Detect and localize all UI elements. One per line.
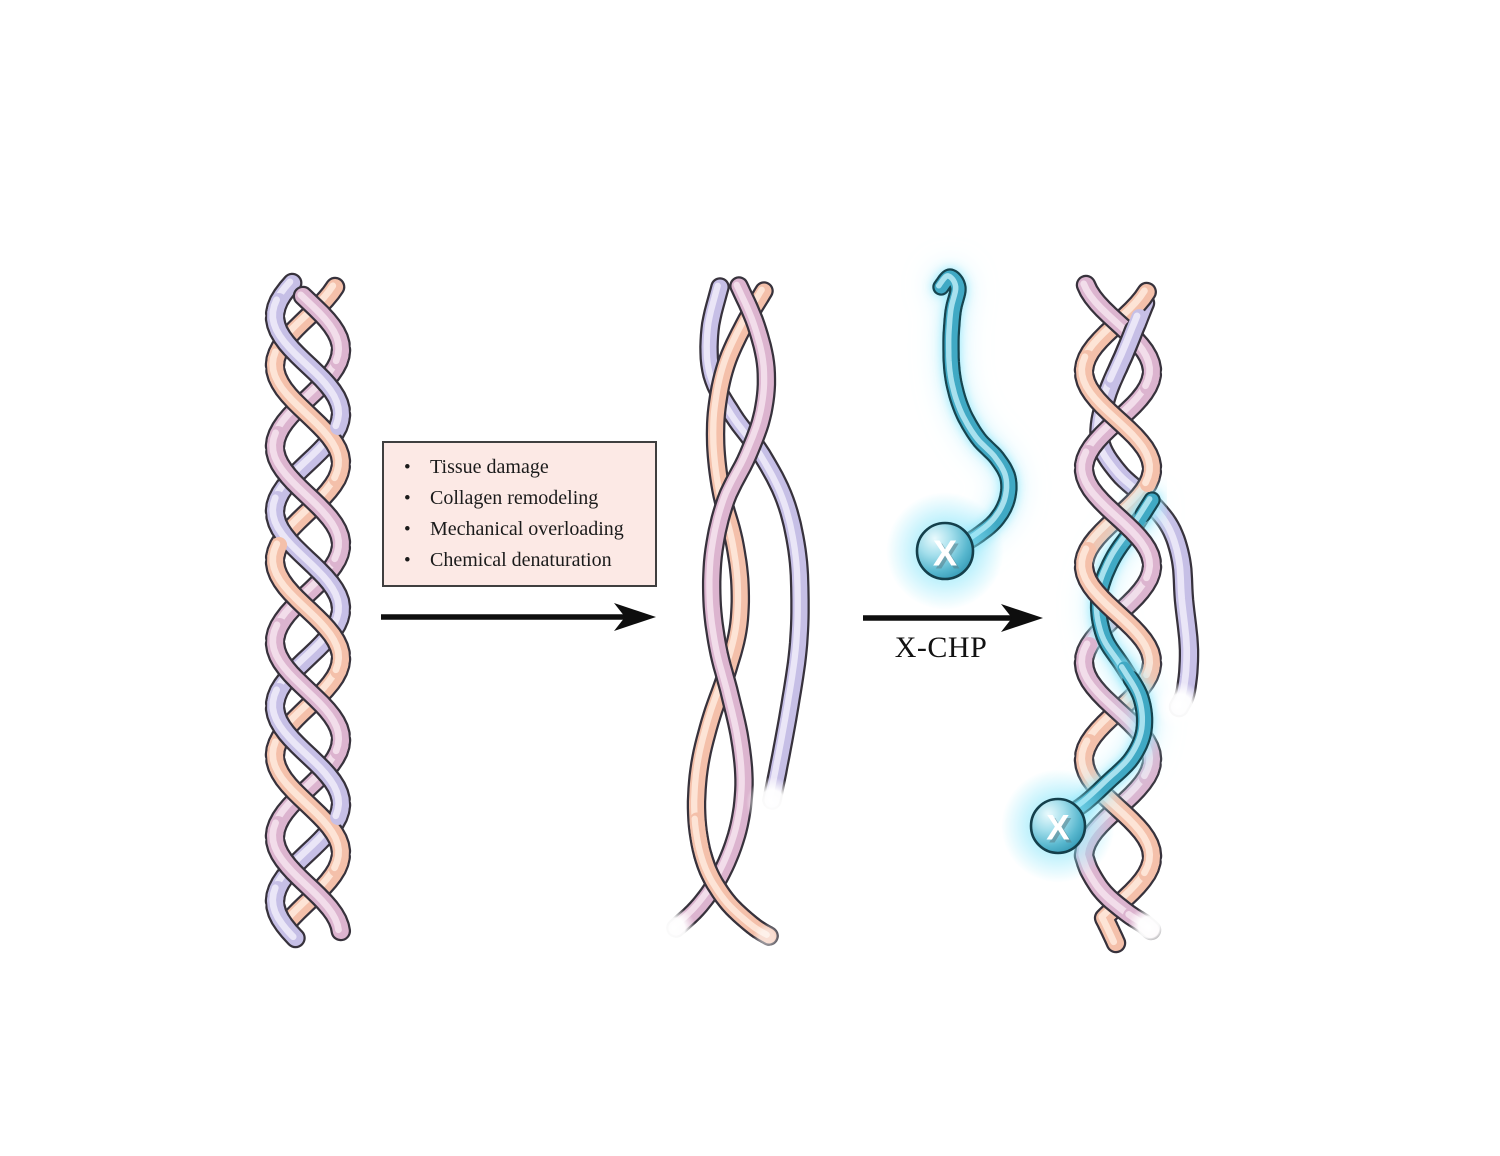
collagen-strand-lavender (1089, 292, 1200, 718)
cause-item: • Mechanical overloading (396, 514, 651, 545)
collagen-strand-mauve (265, 816, 352, 942)
cause-text: Collagen remodeling (430, 487, 599, 509)
x-chp-badge-label: X (1046, 809, 1070, 848)
cause-item: • Tissue damage (396, 452, 651, 483)
denaturation-arrow (381, 603, 656, 631)
collagen-strand-salmon (1074, 350, 1163, 492)
cause-item: • Collagen remodeling (396, 483, 651, 514)
collagen-strand-lavender (264, 293, 351, 435)
arrow-head (614, 603, 656, 631)
causes-box: • Tissue damage • Collagen remodeling • … (382, 441, 657, 587)
causes-list: • Tissue damage • Collagen remodeling • … (396, 452, 651, 576)
cause-text: Tissue damage (430, 456, 549, 478)
x-chp-arrow (863, 604, 1043, 632)
collagen-strand-salmon (264, 537, 351, 679)
strand-fade (652, 907, 696, 951)
intact-collagen-helix (264, 272, 352, 949)
cause-text: Chemical denaturation (430, 549, 612, 571)
collagen-strand-lavender (699, 277, 810, 810)
cause-item: • Chemical denaturation (396, 545, 651, 576)
strand-fade (1156, 682, 1204, 730)
x-chp-bound-collagen: XX (1001, 274, 1204, 954)
collagen-strand-mauve (292, 285, 351, 370)
x-chp-badge-free: XX (886, 492, 1004, 610)
x-chp-circle (1029, 797, 1087, 855)
x-chp-strand (1129, 491, 1161, 532)
collagen-strand-mauve (1073, 445, 1162, 587)
collagen-strand-mauve (264, 618, 351, 760)
x-chp-badge-bound: XX (1001, 769, 1115, 883)
collagen-strand-mauve (265, 426, 352, 568)
arrow-head (1001, 604, 1043, 632)
x-chp-arrow-label: X-CHP (894, 631, 988, 664)
bullet-dot: • (404, 488, 411, 509)
cause-text: Mechanical overloading (430, 518, 624, 540)
x-chp-badge-label: X (1049, 812, 1073, 851)
free-x-chp-peptide: XX (886, 268, 1018, 610)
collagen-strand-lavender (264, 683, 351, 825)
x-chp-circle (915, 521, 975, 581)
x-chp-strand (932, 268, 1018, 556)
bullet-dot: • (404, 457, 411, 478)
collagen-strand-salmon (1073, 734, 1163, 882)
strand-fade (1128, 906, 1170, 948)
collagen-strand-lavender (1104, 309, 1148, 389)
denatured-collagen-strands (652, 276, 810, 951)
x-chp-badge-label: X (935, 536, 959, 577)
bullet-dot: • (404, 550, 411, 571)
collagen-strand-salmon (265, 735, 352, 877)
bullet-dot: • (404, 519, 411, 540)
collagen-strand-mauve (666, 276, 777, 938)
collagen-strand-lavender (265, 881, 306, 949)
collagen-strand-lavender (265, 491, 352, 633)
collagen-strand-salmon (265, 345, 352, 487)
collagen-strand-salmon (1073, 542, 1162, 684)
strand-fade (746, 777, 798, 829)
x-chp-badge-label: X (933, 533, 957, 574)
strand-fade (753, 923, 781, 951)
